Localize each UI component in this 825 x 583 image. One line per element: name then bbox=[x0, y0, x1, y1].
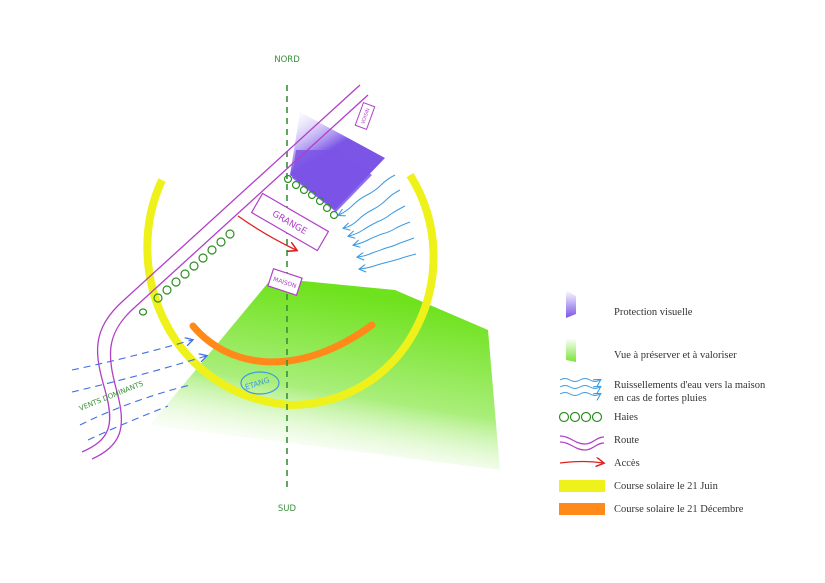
legend-hedges-swatch bbox=[558, 411, 603, 423]
hedge-row-road bbox=[138, 229, 235, 316]
sun-path-june bbox=[143, 172, 438, 410]
legend-item-runoff: Ruissellements d'eau vers la maison en c… bbox=[558, 377, 765, 407]
south-label: SUD bbox=[278, 504, 297, 514]
legend-label: Accès bbox=[614, 457, 640, 469]
voisin-label: VOISIN bbox=[360, 107, 371, 125]
winds-label: VENTS DOMINANTS bbox=[78, 379, 145, 412]
legend-view-swatch bbox=[566, 338, 576, 362]
legend-label: Vue à préserver et à valoriser bbox=[614, 349, 737, 361]
road-outer bbox=[81, 84, 361, 453]
view-zone bbox=[150, 278, 500, 470]
visual-protection-core bbox=[292, 150, 372, 212]
legend-label: Course solaire le 21 Décembre bbox=[614, 503, 744, 515]
legend-access-swatch bbox=[559, 462, 603, 464]
legend-item-protection: Protection visuelle bbox=[558, 301, 692, 323]
pond bbox=[240, 371, 280, 395]
legend-sun-june-swatch bbox=[559, 480, 605, 492]
legend-label: Protection visuelle bbox=[614, 306, 693, 318]
legend-item-road: Route bbox=[558, 429, 639, 451]
legend-label: Haies bbox=[614, 411, 638, 423]
wind-arrows bbox=[71, 340, 206, 441]
legend-item-hedges: Haies bbox=[558, 406, 638, 428]
legend-protection-swatch bbox=[566, 290, 576, 318]
legend-item-sun-june: Course solaire le 21 Juin bbox=[558, 475, 718, 497]
legend-runoff-swatch bbox=[559, 378, 600, 396]
legend-road-swatch bbox=[559, 435, 605, 451]
access-arrow bbox=[237, 215, 296, 250]
legend-symbols bbox=[558, 290, 605, 515]
maison-building: MAISON bbox=[267, 268, 303, 296]
road-inner bbox=[91, 94, 369, 460]
legend-label: Course solaire le 21 Juin bbox=[614, 480, 718, 492]
legend-item-sun-december: Course solaire le 21 Décembre bbox=[558, 498, 743, 520]
legend-item-access: Accès bbox=[558, 452, 640, 474]
legend-label: Ruissellements d'eau vers la maison en c… bbox=[614, 380, 766, 404]
legend-label: Route bbox=[614, 434, 640, 446]
legend-sun-december-swatch bbox=[559, 503, 605, 515]
voisin-building: VOISIN bbox=[354, 102, 376, 130]
legend-item-view: Vue à préserver et à valoriser bbox=[558, 344, 737, 366]
sun-path-december bbox=[189, 321, 376, 366]
runoff-lines bbox=[339, 174, 417, 269]
hedge-row-north bbox=[283, 174, 339, 220]
north-label: NORD bbox=[274, 55, 300, 65]
